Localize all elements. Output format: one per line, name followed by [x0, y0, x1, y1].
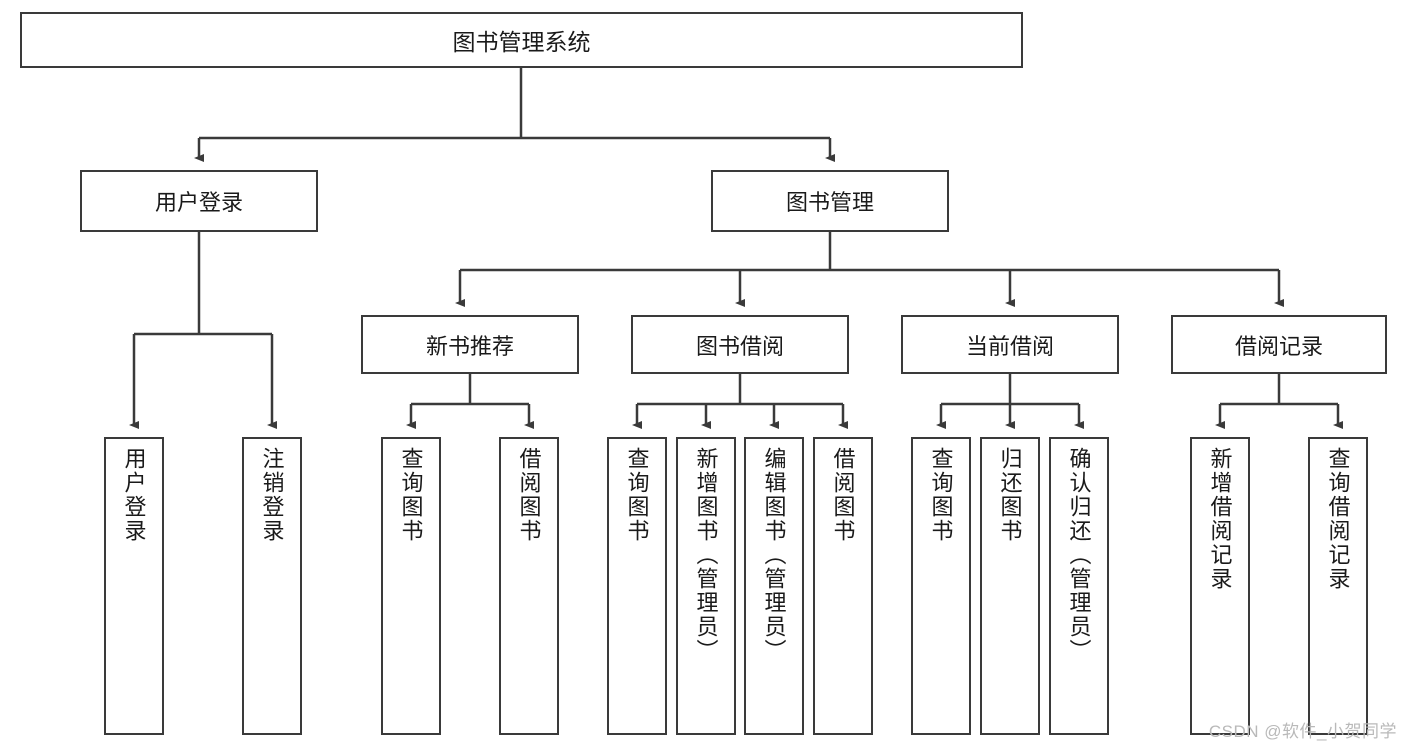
- node-leaf-add-borrow-record-label: 新增借阅记录: [1207, 447, 1233, 591]
- node-leaf-query-book-current[interactable]: 查询图书: [911, 437, 971, 735]
- node-leaf-edit-book-admin-label: 编辑图书（管理员）: [761, 447, 787, 663]
- node-book-management[interactable]: 图书管理: [711, 170, 949, 232]
- node-leaf-borrow-book-recommend-label: 借阅图书: [516, 447, 542, 543]
- node-leaf-query-book-borrow[interactable]: 查询图书: [607, 437, 667, 735]
- node-leaf-query-book-recommend-label: 查询图书: [398, 447, 424, 543]
- node-leaf-borrow-book-label: 借阅图书: [830, 447, 856, 543]
- node-borrow-record-label: 借阅记录: [1234, 333, 1323, 359]
- node-leaf-user-login[interactable]: 用户登录: [104, 437, 164, 735]
- node-leaf-query-book-borrow-label: 查询图书: [624, 447, 650, 543]
- node-leaf-logout[interactable]: 注销登录: [242, 437, 302, 735]
- node-user-login[interactable]: 用户登录: [80, 170, 318, 232]
- node-leaf-confirm-return-admin-label: 确认归还（管理员）: [1066, 447, 1092, 663]
- node-leaf-borrow-book[interactable]: 借阅图书: [813, 437, 873, 735]
- node-leaf-edit-book-admin[interactable]: 编辑图书（管理员）: [744, 437, 804, 735]
- node-new-book-recommend-label: 新书推荐: [425, 333, 514, 359]
- node-book-borrow-label: 图书借阅: [695, 333, 784, 359]
- node-leaf-query-borrow-record[interactable]: 查询借阅记录: [1308, 437, 1368, 735]
- node-leaf-return-book[interactable]: 归还图书: [980, 437, 1040, 735]
- node-leaf-return-book-label: 归还图书: [997, 447, 1023, 543]
- watermark-text: CSDN @软件_小贺同学: [1208, 722, 1397, 741]
- node-book-management-label: 图书管理: [785, 190, 874, 215]
- node-leaf-user-login-label: 用户登录: [121, 447, 147, 543]
- node-current-borrow[interactable]: 当前借阅: [901, 315, 1119, 374]
- node-leaf-add-book-admin-label: 新增图书（管理员）: [693, 447, 719, 663]
- node-leaf-query-borrow-record-label: 查询借阅记录: [1325, 447, 1351, 591]
- node-leaf-query-book-current-label: 查询图书: [928, 447, 954, 543]
- node-current-borrow-label: 当前借阅: [965, 333, 1054, 359]
- node-leaf-add-borrow-record[interactable]: 新增借阅记录: [1190, 437, 1250, 735]
- node-leaf-borrow-book-recommend[interactable]: 借阅图书: [499, 437, 559, 735]
- node-leaf-query-book-recommend[interactable]: 查询图书: [381, 437, 441, 735]
- node-book-borrow[interactable]: 图书借阅: [631, 315, 849, 374]
- node-new-book-recommend[interactable]: 新书推荐: [361, 315, 579, 374]
- node-root-label: 图书管理系统: [452, 29, 591, 55]
- node-root-system[interactable]: 图书管理系统: [20, 12, 1023, 68]
- node-leaf-add-book-admin[interactable]: 新增图书（管理员）: [676, 437, 736, 735]
- node-leaf-logout-label: 注销登录: [259, 447, 285, 543]
- node-borrow-record[interactable]: 借阅记录: [1171, 315, 1387, 374]
- node-leaf-confirm-return-admin[interactable]: 确认归还（管理员）: [1049, 437, 1109, 735]
- node-user-login-label: 用户登录: [154, 190, 243, 215]
